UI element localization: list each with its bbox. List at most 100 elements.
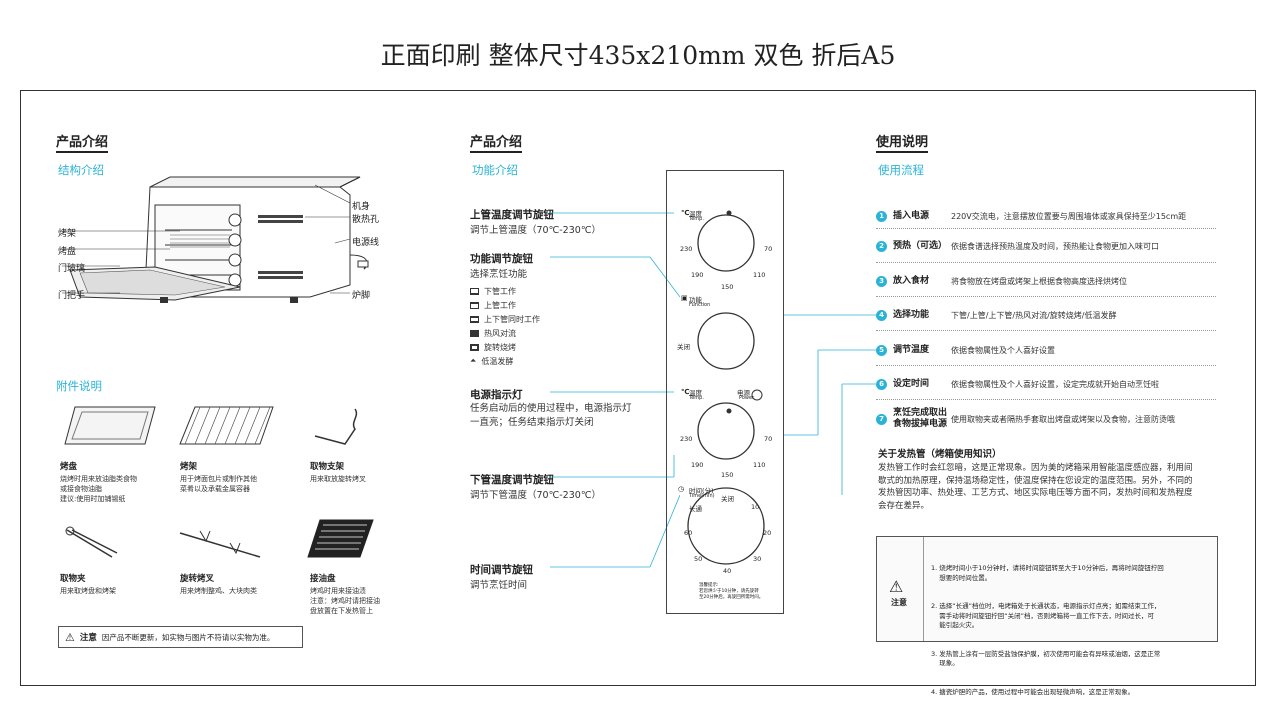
mode-label: 下管工作 bbox=[484, 286, 516, 296]
step-divider bbox=[876, 330, 1216, 331]
tongs-icon bbox=[65, 526, 118, 558]
panel-time-40: 40 bbox=[723, 567, 732, 575]
acc-name-pick-stand: 取物支架 bbox=[310, 462, 345, 472]
panel-time-en: Time(min) bbox=[689, 493, 715, 499]
rotisserie-icon bbox=[179, 530, 261, 558]
mode-item: 下管工作 bbox=[470, 284, 540, 298]
acc-desc-rack: 用于烤面包片或制作其他 菜肴以及承载金属容器 bbox=[180, 475, 257, 493]
convection-icon bbox=[470, 329, 479, 337]
panel-footnote: 温馨提示: 若您烘少于10分钟，请先旋转 至20分钟后，再旋回所需时间。 bbox=[699, 583, 764, 600]
notice-item: 2. 选择“长通”档位时，电烤箱处于长通状态，电源指示灯点亮；如需结束工作， 需… bbox=[931, 602, 1161, 629]
step-title: 烹饪完成取出 食物拔掉电源 bbox=[893, 408, 948, 429]
right-leader-lines bbox=[784, 314, 876, 495]
acc-desc-tongs: 用来取烤盘和烤架 bbox=[60, 587, 116, 595]
panel-temp-190: 190 bbox=[691, 271, 704, 279]
label-tray: 烤盘 bbox=[58, 247, 77, 257]
lower-knob-desc: 调节下管温度（70℃-230℃） bbox=[470, 490, 601, 501]
step-title: 预热（可选） bbox=[893, 240, 948, 251]
step-number: 5 bbox=[876, 344, 887, 356]
panel-lower-temp-label: 温度 bbox=[689, 389, 702, 397]
mode-label: 低温发酵 bbox=[481, 356, 514, 366]
heat-tube-title: 关于发热管（烤箱使用知识） bbox=[878, 449, 1002, 460]
left-notice-label: 注意 bbox=[79, 633, 97, 643]
top-heat-icon bbox=[470, 301, 479, 309]
knob-dials bbox=[687, 210, 765, 565]
label-power-cord: 电源线 bbox=[352, 238, 380, 248]
panel-time-label: 时间(分) bbox=[689, 487, 714, 495]
panel-temp-en: Temp. bbox=[689, 216, 704, 222]
right-section-title: 使用说明 bbox=[876, 131, 929, 153]
step-number: 6 bbox=[876, 378, 887, 390]
warning-icon: ⚠ bbox=[889, 577, 904, 596]
timer-knob-label: 时间调节旋钮 bbox=[470, 564, 533, 576]
flow-title: 使用流程 bbox=[878, 163, 924, 177]
panel-lower-temp-en: Temp. bbox=[689, 395, 704, 401]
panel-lower-150: 150 bbox=[721, 471, 734, 479]
panel-func-label: 功能 bbox=[689, 296, 702, 304]
ferment-icon: ⏶ bbox=[470, 356, 477, 365]
notice-item: 4. 搪瓷炉胆的产品，使用过程中可能会出现轻微声响，这是正常现象。 bbox=[931, 687, 1135, 696]
step-divider bbox=[876, 296, 1216, 297]
acc-name-rack: 烤架 bbox=[180, 462, 198, 472]
left-notice-box: ⚠ 注意 因产品不断更新，如实物与图片不符请以实物为准。 bbox=[58, 626, 303, 648]
notice-item: 3. 发热管上涂有一层防受盐蚀保护膜，初次使用可能会有异味或油烟，这是正常 现象… bbox=[931, 649, 1161, 668]
step-number: 7 bbox=[876, 413, 887, 425]
panel-lower-230: 230 bbox=[680, 435, 693, 443]
mode-item: 上管工作 bbox=[470, 298, 540, 312]
power-indicator-label: 电源指示灯 bbox=[470, 389, 523, 401]
right-notice-box: ⚠ 注意 1. 烧烤时间小于10分钟时，请将时间旋钮转至大于10分钟后，再将时间… bbox=[876, 536, 1218, 696]
function-title: 功能介绍 bbox=[472, 163, 518, 177]
label-body: 机身 bbox=[352, 202, 371, 212]
mode-item: 热风对流 bbox=[470, 326, 540, 340]
step-divider bbox=[876, 399, 1216, 400]
label-door-glass: 门玻璃 bbox=[58, 264, 86, 274]
step-desc: 220V交流电，注意摆放位置要与周围墙体或家具保持至少15cm距 bbox=[951, 211, 1187, 221]
step-desc: 将食物放在烤盘或烤架上根据食物高度选择烘烤位 bbox=[951, 276, 1127, 286]
lower-knob-label: 下管温度调节旋钮 bbox=[470, 474, 554, 486]
middle-section-title: 产品介绍 bbox=[470, 131, 523, 153]
panel-time-20: 20 bbox=[763, 529, 772, 537]
clock-icon: ◷ bbox=[678, 485, 685, 493]
lower-knob-pointer bbox=[726, 408, 732, 414]
control-panel: ℃ 温度 Temp. 230 70 190 110 150 ▣ 功能 Funct… bbox=[666, 170, 784, 614]
panel-time-on: 长通 bbox=[689, 505, 702, 513]
acc-name-rotisserie: 旋转烤叉 bbox=[180, 574, 215, 584]
step-number: 4 bbox=[876, 309, 887, 321]
mode-item: 上下管同时工作 bbox=[470, 312, 540, 326]
step-desc: 依据食谱选择预热温度及时间，预热能让食物更加入味可口 bbox=[951, 241, 1159, 251]
mode-item: ⏶ 低温发酵 bbox=[470, 354, 540, 368]
step-divider bbox=[876, 228, 1216, 229]
label-rack: 烤架 bbox=[58, 229, 77, 239]
bottom-heat-icon bbox=[470, 287, 479, 295]
step-title: 插入电源 bbox=[893, 210, 930, 221]
panel-time-off: 关闭 bbox=[721, 495, 734, 503]
accessories-title: 附件说明 bbox=[56, 379, 102, 393]
top-bottom-heat-icon bbox=[470, 315, 479, 323]
oven-illustration bbox=[62, 176, 369, 303]
tray-icon bbox=[64, 406, 156, 445]
acc-name-tongs: 取物夹 bbox=[60, 574, 86, 584]
panel-temp-label: 温度 bbox=[689, 210, 702, 218]
step-desc: 使用取物夹或者隔热手套取出烤盘或烤架以及食物，注意防烫哦 bbox=[951, 414, 1175, 424]
middle-leader-lines bbox=[550, 212, 680, 568]
label-feet: 炉脚 bbox=[352, 291, 371, 301]
acc-desc-tray: 烧烤时用来放油脂类食物 或接食物油脂 建议:使用时加铺锡纸 bbox=[60, 475, 137, 503]
upper-knob-pointer bbox=[726, 210, 732, 216]
label-door-handle: 门把手 bbox=[58, 291, 86, 301]
warning-icon: ⚠ bbox=[65, 630, 75, 644]
panel-lower-190: 190 bbox=[691, 461, 704, 469]
panel-time-50: 50 bbox=[694, 555, 703, 563]
step-title: 设定时间 bbox=[893, 378, 930, 389]
step-divider bbox=[876, 365, 1216, 366]
mode-label: 热风对流 bbox=[484, 328, 516, 338]
mode-item: 旋转烧烤 bbox=[470, 340, 540, 354]
panel-temp-150: 150 bbox=[721, 283, 734, 291]
panel-func-en: Function bbox=[689, 302, 711, 308]
step-desc: 依据食物属性及个人喜好设置，设定完成就开始自动烹饪啦 bbox=[951, 379, 1159, 389]
notice-list: 1. 烧烤时间小于10分钟时，请将时间旋钮转至大于10分钟后，再将时间旋钮拧回 … bbox=[931, 545, 1164, 716]
panel-time-10: 10 bbox=[751, 503, 760, 511]
acc-name-drip-tray: 接油盘 bbox=[310, 574, 336, 584]
